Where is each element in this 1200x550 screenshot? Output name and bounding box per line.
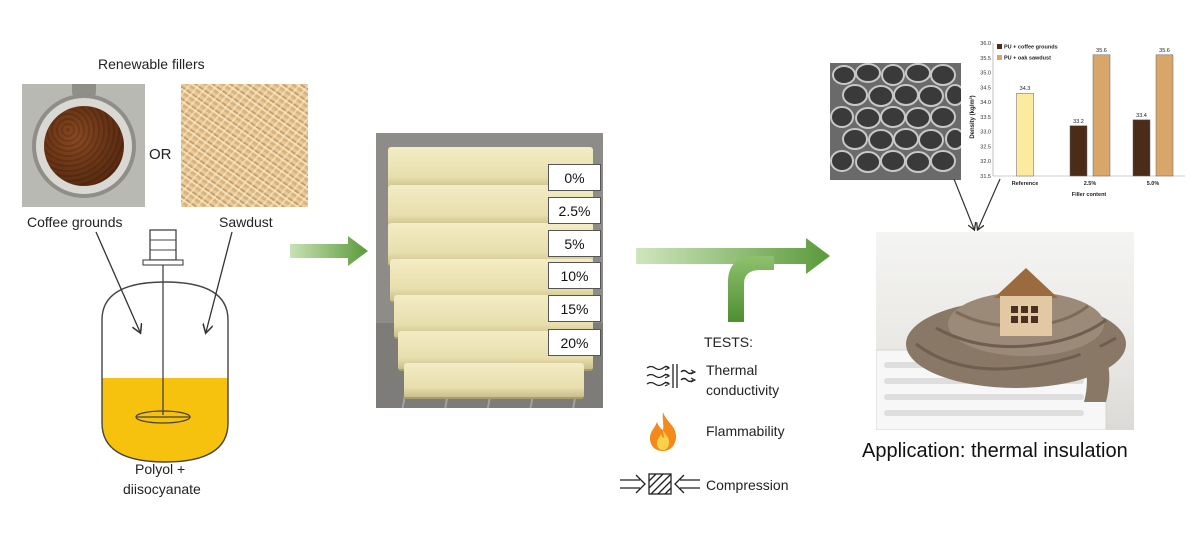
y-tick-label: 32.0 bbox=[980, 159, 991, 165]
filler-feed-arrows bbox=[95, 231, 233, 338]
y-tick-label: 31.5 bbox=[980, 174, 991, 180]
compression-icon bbox=[620, 473, 700, 495]
reactor-label-line1: Polyol + bbox=[135, 461, 186, 477]
filler-percent-10: 10% bbox=[548, 262, 601, 289]
density-bar bbox=[1069, 125, 1088, 177]
flammability-label: Flammability bbox=[706, 423, 785, 439]
density-bar bbox=[1155, 54, 1174, 177]
thermal-label-line1: Thermal bbox=[706, 362, 758, 378]
compression-label: Compression bbox=[706, 477, 789, 493]
y-tick-label: 32.5 bbox=[980, 144, 991, 150]
y-tick-label: 34.0 bbox=[980, 100, 991, 106]
or-label: OR bbox=[149, 146, 172, 163]
reactor-diagram bbox=[101, 229, 229, 463]
filler-percent-0: 0% bbox=[548, 164, 601, 191]
thermal-insulation-image bbox=[876, 232, 1134, 430]
bar-value-label: 33.2 bbox=[1073, 119, 1084, 125]
density-bar-chart: Density (kg/m³) 36.0 35.5 35.0 34.5 34.0 33.5… bbox=[969, 41, 1185, 198]
process-arrow-2 bbox=[636, 238, 830, 322]
chart-ylabel: Density (kg/m³) bbox=[969, 95, 976, 138]
chart-xlabel: Filler content bbox=[1072, 192, 1107, 198]
bar-value-label: 33.4 bbox=[1136, 113, 1147, 119]
filler-percent-2-5: 2.5% bbox=[548, 197, 601, 224]
flame-icon bbox=[650, 412, 677, 451]
reactor-vessel bbox=[101, 281, 229, 463]
coffee-grounds-image bbox=[22, 84, 145, 207]
sawdust-image bbox=[181, 84, 308, 207]
application-label: Application: thermal insulation bbox=[862, 440, 1128, 462]
bar-value-label: 35.6 bbox=[1159, 48, 1170, 54]
coffee-grounds-label: Coffee grounds bbox=[27, 214, 123, 230]
result-pointer-arrows bbox=[953, 178, 1001, 235]
thermal-label-line2: conductivity bbox=[706, 382, 780, 398]
density-bar bbox=[1016, 92, 1034, 177]
x-category-label: 5.0% bbox=[1147, 181, 1160, 187]
legend-swatch-coffee bbox=[997, 44, 1002, 49]
sawdust-label: Sawdust bbox=[219, 214, 273, 230]
y-tick-label: 33.0 bbox=[980, 130, 991, 136]
legend-swatch-sawdust bbox=[997, 55, 1002, 60]
filler-percent-5: 5% bbox=[548, 230, 601, 257]
y-tick-label: 34.5 bbox=[980, 85, 991, 91]
density-bar bbox=[1092, 54, 1111, 177]
foam-micrograph-image bbox=[830, 63, 961, 180]
x-category-label: 2.5% bbox=[1084, 181, 1097, 187]
process-arrow-1 bbox=[290, 236, 368, 266]
filler-percent-20: 20% bbox=[548, 329, 601, 356]
y-tick-label: 33.5 bbox=[980, 115, 991, 121]
foam-samples-image bbox=[376, 133, 603, 408]
fillers-title: Renewable fillers bbox=[98, 56, 205, 72]
y-tick-label: 35.5 bbox=[980, 56, 991, 62]
polyol-liquid bbox=[102, 378, 228, 462]
wooden-house bbox=[994, 268, 1058, 336]
legend-coffee-label: PU + coffee grounds bbox=[1004, 45, 1058, 51]
legend-sawdust-label: PU + oak sawdust bbox=[1004, 56, 1051, 62]
stirrer-motor bbox=[149, 229, 177, 261]
filler-percent-15: 15% bbox=[548, 295, 601, 322]
thermal-conductivity-icon bbox=[646, 364, 697, 388]
tests-title: TESTS: bbox=[704, 334, 754, 350]
y-tick-label: 36.0 bbox=[980, 41, 991, 47]
reactor-label-line2: diisocyanate bbox=[123, 481, 201, 497]
x-category-label: Reference bbox=[1012, 181, 1039, 187]
bar-value-label: 34.3 bbox=[1020, 86, 1031, 92]
y-tick-label: 35.0 bbox=[980, 71, 991, 77]
density-bar bbox=[1132, 119, 1151, 177]
bar-value-label: 35.6 bbox=[1096, 48, 1107, 54]
